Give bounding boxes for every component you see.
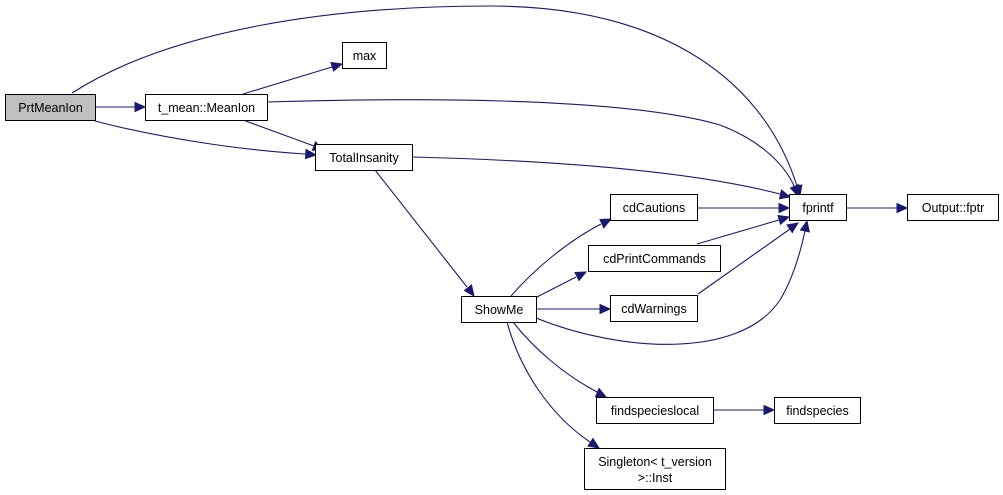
node-label-line2: >::Inst xyxy=(638,471,673,485)
node-label-line1: Singleton< t_version xyxy=(598,455,712,469)
edge-showme-to-cdprintcommands xyxy=(534,271,588,299)
node-findspecies[interactable]: findspecies xyxy=(774,397,861,424)
node-showme[interactable]: ShowMe xyxy=(461,296,537,323)
node-output-fptr[interactable]: Output::fptr xyxy=(907,194,999,221)
node-label: cdWarnings xyxy=(621,302,687,316)
node-prtmeanion[interactable]: PrtMeanIon xyxy=(5,94,96,121)
node-cdcautions[interactable]: cdCautions xyxy=(610,194,698,221)
node-label: cdCautions xyxy=(623,201,686,215)
node-cdprintcommands[interactable]: cdPrintCommands xyxy=(588,245,721,272)
node-tmean-meanion[interactable]: t_mean::MeanIon xyxy=(145,94,268,121)
node-label: cdPrintCommands xyxy=(603,252,706,266)
edge-showme-to-singleton-inst xyxy=(506,321,601,449)
edge-fprintf-to-output-fptr xyxy=(846,202,909,214)
edge-cdwarnings-to-fprintf xyxy=(697,222,799,295)
node-label: t_mean::MeanIon xyxy=(158,101,255,115)
node-label: PrtMeanIon xyxy=(18,101,83,115)
node-label: findspecieslocal xyxy=(611,404,699,418)
edge-findspecieslocal-to-findspecies xyxy=(713,404,776,416)
node-totalinsanity[interactable]: TotalInsanity xyxy=(315,144,413,171)
edge-cdprintcommands-to-fprintf xyxy=(696,214,791,245)
node-fprintf[interactable]: fprintf xyxy=(789,194,847,221)
edge-prtmeanion-to-tmean-meanion xyxy=(95,101,147,113)
edge-tmean-meanion-to-totalinsanity xyxy=(242,119,325,151)
edge-cdcautions-to-fprintf xyxy=(698,202,791,214)
edge-tmean-meanion-to-max xyxy=(242,61,344,95)
node-singleton-inst[interactable]: Singleton< t_version >::Inst xyxy=(584,448,726,490)
edge-tmean-meanion-to-fprintf xyxy=(266,99,800,198)
edge-showme-to-cdwarnings xyxy=(536,303,612,315)
node-label: max xyxy=(353,49,377,63)
node-label: findspecies xyxy=(786,404,849,418)
node-label: Output::fptr xyxy=(922,201,985,215)
nodes: PrtMeanIon t_mean::MeanIon max TotalInsa… xyxy=(5,42,999,490)
node-findspecieslocal[interactable]: findspecieslocal xyxy=(596,397,714,424)
edge-showme-to-cdcautions xyxy=(510,218,613,297)
edge-prtmeanion-to-totalinsanity xyxy=(94,120,318,160)
node-cdwarnings[interactable]: cdWarnings xyxy=(610,295,698,322)
node-label: fprintf xyxy=(802,201,834,215)
edges xyxy=(71,5,909,449)
edge-totalinsanity-to-showme xyxy=(374,169,475,298)
edge-totalinsanity-to-fprintf xyxy=(411,156,792,200)
edge-showme-to-fprintf xyxy=(535,219,810,345)
node-label: TotalInsanity xyxy=(329,151,399,165)
edge-showme-to-findspecieslocal xyxy=(512,321,608,398)
node-label: ShowMe xyxy=(475,303,524,317)
node-max[interactable]: max xyxy=(342,42,387,69)
